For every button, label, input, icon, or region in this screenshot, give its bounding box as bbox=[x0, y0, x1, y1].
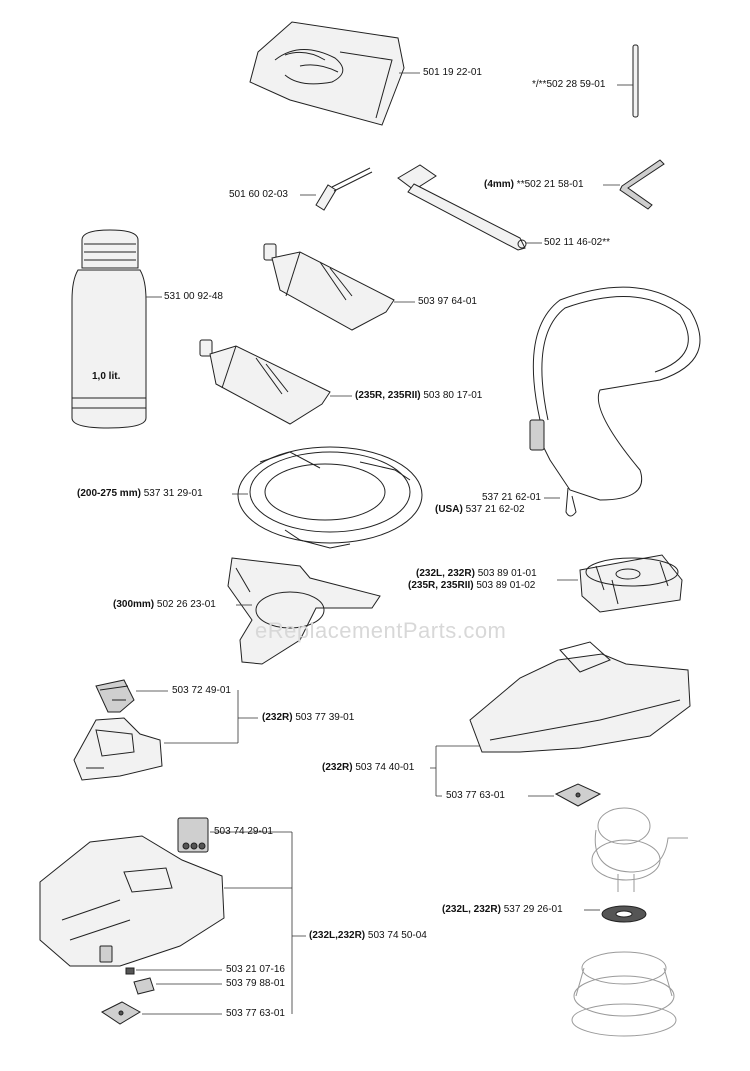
allen-key-prefix: (4mm) bbox=[484, 179, 515, 190]
screwdriver-drawing bbox=[300, 167, 373, 211]
shoulder-strap-usa-number: 537 21 62-02 bbox=[465, 504, 525, 515]
label-tool-bag: 501 19 22-01 bbox=[423, 67, 482, 78]
combi-guard-drawing bbox=[39, 832, 306, 1014]
label-screw: 503 21 07-16 bbox=[226, 964, 285, 975]
small-guard-prefix: (232R) bbox=[262, 712, 293, 723]
label-washer: (232L, 232R) 537 29 26-01 bbox=[442, 904, 563, 916]
grease-tube-2-prefix: (235R, 235RII) bbox=[355, 390, 421, 401]
trimmer-head-number: 503 89 01-01 bbox=[477, 568, 537, 579]
label-small-guard: (232R) 503 77 39-01 bbox=[262, 712, 354, 724]
screw-drawing bbox=[125, 967, 222, 975]
trimmer-head-2-number: 503 89 01-02 bbox=[476, 580, 536, 591]
trimmer-head-2-prefix: (235R, 235RII) bbox=[408, 580, 474, 591]
watermark: eReplacementParts.com bbox=[255, 618, 507, 643]
allen-key-number: **502 21 58-01 bbox=[516, 179, 584, 190]
trimmer-head-drawing bbox=[557, 554, 683, 613]
guard-plate-drawing bbox=[528, 783, 602, 807]
large-guard-prefix: (232R) bbox=[322, 762, 353, 773]
combi-guard-prefix: (232L,232R) bbox=[309, 930, 366, 941]
grease-tube-drawing bbox=[263, 243, 415, 331]
label-trimmer-head: (232L, 232R) 503 89 01-01 bbox=[416, 568, 537, 580]
bracket-drawing bbox=[95, 679, 168, 713]
label-large-guard: (232R) 503 74 40-01 bbox=[322, 762, 414, 774]
label-decal: 503 74 29-01 bbox=[214, 826, 273, 837]
label-grease-tube: 503 97 64-01 bbox=[418, 296, 477, 307]
label-wrench: 502 11 46-02** bbox=[544, 237, 610, 248]
large-guard-drawing bbox=[430, 641, 691, 797]
label-shoulder-strap: 537 21 62-01 bbox=[482, 492, 541, 503]
label-screwdriver: 501 60 02-03 bbox=[229, 189, 288, 200]
combi-guard-number: 503 74 50-04 bbox=[367, 930, 427, 941]
label-combi-guard: (232L,232R) 503 74 50-04 bbox=[309, 930, 427, 942]
washer-prefix: (232L, 232R) bbox=[442, 904, 501, 915]
washer-drawing bbox=[584, 905, 647, 923]
harness-number: 537 31 29-01 bbox=[143, 488, 203, 499]
tool-bag-drawing bbox=[249, 21, 420, 126]
small-guard-number: 503 77 39-01 bbox=[295, 712, 355, 723]
shoulder-strap-usa-prefix: (USA) bbox=[435, 504, 463, 515]
label-harness: (200-275 mm) 537 31 29-01 bbox=[77, 488, 203, 500]
harness-prefix: (200-275 mm) bbox=[77, 488, 141, 499]
label-pin: */**502 28 59-01 bbox=[532, 79, 606, 90]
trimmer-head-prefix: (232L, 232R) bbox=[416, 568, 475, 579]
decal-drawing bbox=[177, 817, 292, 853]
blade-guard-number: 502 26 23-01 bbox=[156, 599, 216, 610]
label-guard-plate: 503 77 63-01 bbox=[446, 790, 505, 801]
pin-drawing bbox=[617, 44, 639, 118]
label-clamp-plate: 503 77 63-01 bbox=[226, 1008, 285, 1019]
label-grease-tube-2: (235R, 235RII) 503 80 17-01 bbox=[355, 390, 482, 402]
engine-head-drawing bbox=[571, 807, 688, 1037]
washer-number: 537 29 26-01 bbox=[503, 904, 563, 915]
label-shoulder-strap-usa: (USA) 537 21 62-02 bbox=[435, 504, 525, 516]
blade-guard-drawing bbox=[227, 557, 381, 665]
blade-guard-prefix: (300mm) bbox=[113, 599, 155, 610]
label-blade-guard: (300mm) 502 26 23-01 bbox=[113, 599, 216, 611]
oil-bottle-drawing bbox=[71, 229, 162, 429]
label-clamp: 503 79 88-01 bbox=[226, 978, 285, 989]
grease-tube-2-number: 503 80 17-01 bbox=[423, 390, 483, 401]
wrench-drawing bbox=[397, 164, 542, 251]
label-bracket: 503 72 49-01 bbox=[172, 685, 231, 696]
label-oil-bottle: 531 00 92-48 bbox=[164, 291, 223, 302]
grease-tube-2-drawing bbox=[199, 339, 352, 425]
label-trimmer-head-2: (235R, 235RII) 503 89 01-02 bbox=[408, 580, 535, 592]
oil-bottle-volume: 1,0 lit. bbox=[92, 371, 121, 382]
shoulder-strap-drawing bbox=[529, 286, 701, 517]
clamp-plate-drawing bbox=[101, 1001, 222, 1025]
small-guard-drawing bbox=[73, 690, 258, 781]
allen-key-drawing bbox=[603, 159, 665, 210]
harness-drawing bbox=[232, 446, 423, 549]
label-allen-key: (4mm) **502 21 58-01 bbox=[484, 179, 584, 191]
clamp-drawing bbox=[133, 977, 222, 995]
large-guard-number: 503 74 40-01 bbox=[355, 762, 415, 773]
